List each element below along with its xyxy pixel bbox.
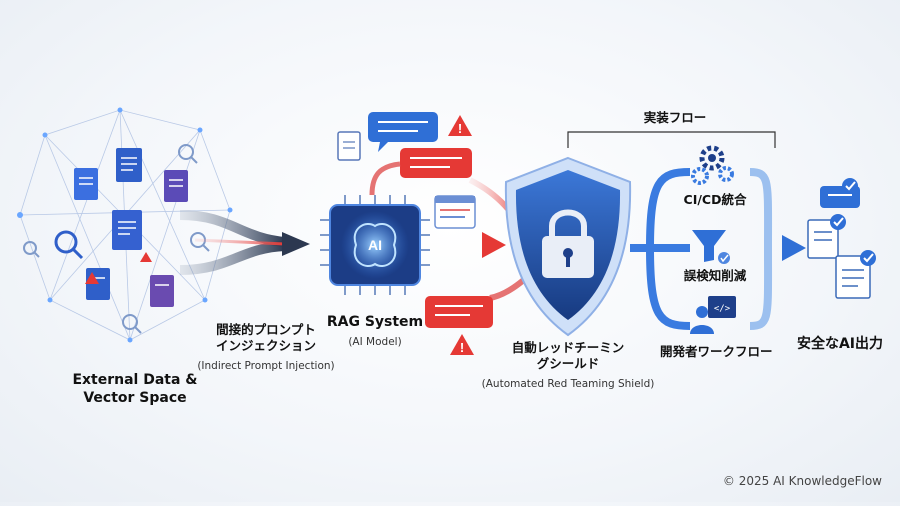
copyright-text: © 2025 AI KnowledgeFlow (722, 474, 882, 488)
attack-label: 間接的プロンプト インジェクション (196, 322, 336, 353)
rag-title: RAG System (326, 314, 424, 330)
message-bubble-icon (368, 112, 438, 152)
flow-step-cicd: CI/CD統合 (683, 192, 747, 207)
warning-icon: ! (450, 334, 474, 355)
shield-sub: (Automated Red Teaming Shield) (481, 378, 655, 390)
attack-label-sub: (Indirect Prompt Injection) (197, 360, 335, 372)
injection-arrow (179, 210, 310, 275)
magnifier-icon (54, 230, 84, 260)
gears-icon (691, 145, 734, 185)
flow-bracket (567, 131, 776, 148)
shield-title: 自動レッドチーミン グシールド (493, 340, 643, 371)
document-icon (164, 170, 188, 202)
svg-text:!: ! (460, 340, 464, 355)
sources-title: External Data & Vector Space (60, 372, 210, 407)
brain-icon (353, 223, 397, 267)
sources-title-line2: Vector Space (83, 389, 187, 406)
flow-step-false-positive: 誤検知削減 (683, 268, 747, 283)
document-icon (150, 275, 174, 307)
svg-text:</>: </> (714, 304, 731, 314)
attack-label-line1: 間接的プロンプト (216, 322, 316, 337)
document-icon (112, 210, 142, 250)
lock-icon (542, 209, 594, 278)
developer-icon: </> (690, 296, 736, 334)
output-documents (807, 186, 871, 299)
document-icon (337, 131, 361, 161)
browser-window-icon (434, 195, 476, 229)
flow-arrows (630, 168, 806, 330)
flow-step-developer-workflow: 開発者ワークフロー (660, 344, 773, 359)
sources-title-line1: External Data & (72, 372, 198, 388)
shield-title-line1: 自動レッドチーミン (511, 340, 625, 355)
attack-label-line2: インジェクション (215, 337, 316, 353)
flow-header: 実装フロー (643, 110, 707, 125)
warning-icon: ! (448, 115, 472, 136)
check-icon (830, 178, 876, 266)
rag-chip-text: AI (368, 237, 382, 253)
output-label: 安全なAI出力 (796, 336, 884, 352)
funnel-icon (692, 230, 730, 264)
shield-title-line2: グシールド (536, 355, 600, 371)
document-icon (74, 168, 98, 200)
message-bubble-icon (425, 296, 493, 328)
svg-text:!: ! (458, 121, 462, 136)
leak-arrow (369, 161, 401, 196)
rag-sub: (AI Model) (348, 336, 402, 348)
document-icon (116, 148, 142, 182)
network-nodes (17, 107, 233, 343)
message-bubble-icon (400, 148, 472, 178)
warning-icon (85, 252, 152, 284)
magnifier-icon (23, 144, 210, 334)
